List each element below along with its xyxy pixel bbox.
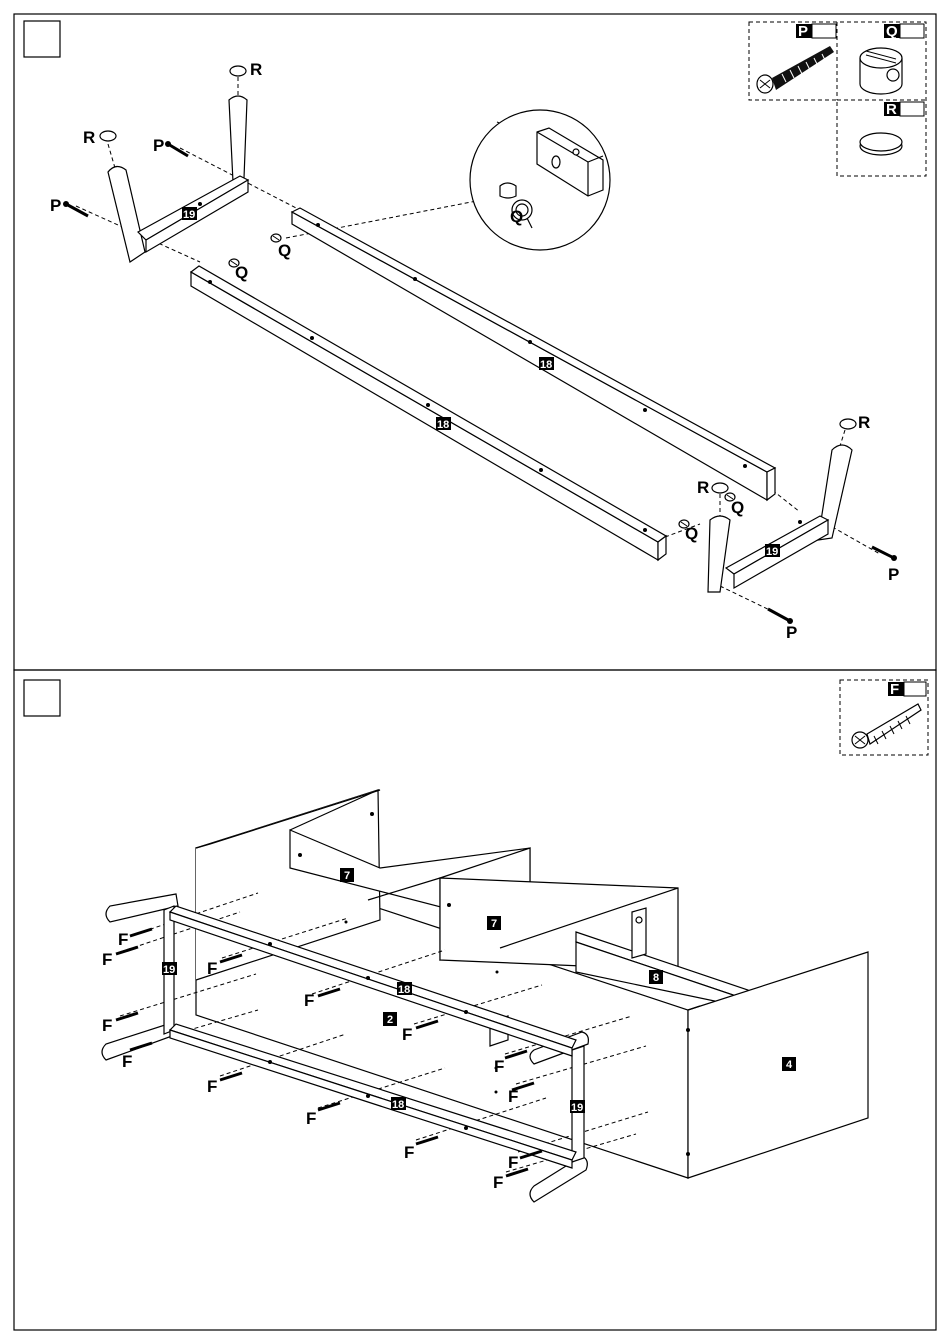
cap-r-2 — [100, 131, 116, 141]
cap-r-4 — [712, 483, 728, 493]
svg-text:4: 4 — [786, 1059, 793, 1071]
part-tag-19-left: 19 — [182, 207, 197, 221]
label-p-2: P — [50, 196, 61, 215]
label-f-5: F — [402, 1025, 412, 1044]
barrel-nut-icon — [860, 48, 902, 94]
label-r-2: R — [83, 128, 95, 147]
svg-text:19: 19 — [183, 209, 195, 221]
bolt-p-2 — [165, 141, 188, 156]
bolt-icon — [757, 46, 834, 93]
legend-letter-q: Q — [886, 23, 898, 40]
label-f-3: F — [207, 959, 217, 978]
panel-step-1: P Q R — [14, 14, 936, 670]
label-r-1: R — [250, 60, 262, 79]
rail-18-front — [191, 266, 666, 560]
part-tag-19-right: 19 — [765, 544, 780, 558]
svg-text:19: 19 — [766, 546, 778, 558]
svg-text:19: 19 — [163, 964, 175, 976]
label-r-3: R — [858, 413, 870, 432]
part-tag-7-middle: 7 — [487, 916, 501, 930]
label-q-1: Q — [278, 241, 291, 260]
label-r-4: R — [697, 478, 709, 497]
svg-text:18: 18 — [392, 1099, 404, 1111]
legend-letter-f: F — [890, 681, 899, 698]
part-tag-19-left: 19 — [162, 962, 177, 976]
part-tag-18-back: 18 — [539, 357, 554, 371]
svg-text:2: 2 — [387, 1014, 393, 1026]
label-f-9: F — [207, 1077, 217, 1096]
cabinet — [196, 790, 868, 1178]
panel-step-2: F — [14, 670, 936, 1330]
part-tag-18-upper: 18 — [397, 982, 412, 996]
label-p-4: P — [786, 623, 797, 642]
label-f-6: F — [494, 1057, 504, 1076]
step-number-box — [24, 680, 60, 716]
svg-text:18: 18 — [398, 984, 410, 996]
label-f-2: F — [102, 950, 112, 969]
step-number-box — [24, 21, 60, 57]
label-q-4: Q — [685, 524, 698, 543]
label-f-11: F — [404, 1143, 414, 1162]
part-tag-4: 4 — [782, 1057, 796, 1071]
rail-18-back — [292, 208, 775, 500]
label-f-8: F — [122, 1052, 132, 1071]
label-f-4: F — [304, 991, 314, 1010]
svg-text:18: 18 — [540, 359, 552, 371]
legend-letter-p: P — [798, 23, 808, 40]
leg-frame-left — [102, 894, 178, 1060]
part-tag-2: 2 — [383, 1012, 397, 1026]
label-f-13: F — [508, 1153, 518, 1172]
label-q-detail: Q — [510, 207, 523, 226]
label-q-3: Q — [731, 498, 744, 517]
part-tag-19-right: 19 — [570, 1100, 585, 1114]
part-tag-7-left: 7 — [340, 868, 354, 882]
label-q-2: Q — [235, 263, 248, 282]
svg-text:7: 7 — [491, 918, 497, 930]
hardware-legend-f: F — [840, 680, 928, 755]
svg-text:18: 18 — [437, 419, 449, 431]
detail-magnifier — [470, 110, 610, 250]
bolt-p-3 — [872, 547, 897, 561]
svg-text:7: 7 — [344, 870, 350, 882]
left-leg-frame — [108, 96, 248, 262]
cap-r-3 — [840, 419, 856, 429]
label-p-1: P — [153, 136, 164, 155]
part-tag-8: 8 — [649, 970, 663, 984]
label-p-3: P — [888, 565, 899, 584]
bolt-p-4 — [768, 609, 793, 624]
label-f-1: F — [118, 930, 128, 949]
legend-letter-r: R — [886, 101, 897, 118]
part-tag-18-lower: 18 — [391, 1097, 406, 1111]
part-tag-18-front: 18 — [436, 417, 451, 431]
screw-icon — [852, 704, 921, 748]
label-f-7: F — [102, 1016, 112, 1035]
hardware-legend-pqr: P Q R — [749, 22, 926, 176]
svg-text:8: 8 — [653, 972, 659, 984]
label-f-10: F — [306, 1109, 316, 1128]
svg-text:19: 19 — [571, 1102, 583, 1114]
label-f-14: F — [493, 1173, 503, 1192]
cap-icon — [860, 133, 902, 155]
bolt-p-1 — [63, 201, 88, 216]
label-f-12: F — [508, 1087, 518, 1106]
cap-r-1 — [230, 66, 246, 76]
